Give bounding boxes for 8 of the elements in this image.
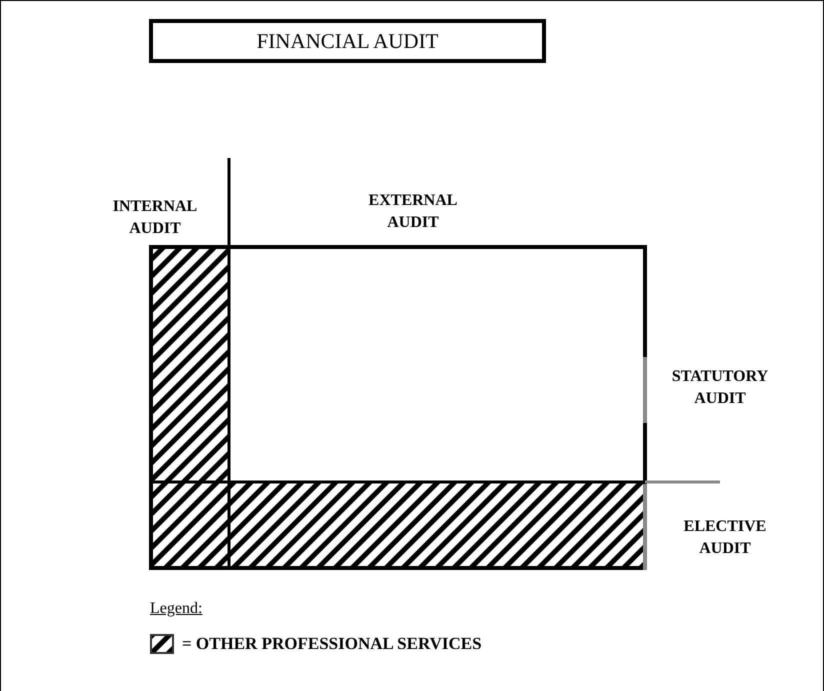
elective-audit-label: ELECTIVE AUDIT [682,517,768,559]
statutory-audit-label: STATUTORY AUDIT [670,367,770,409]
title-box [149,19,546,63]
title-text: FINANCIAL AUDIT [256,28,438,54]
internal-audit-label: INTERNAL AUDIT [112,197,198,239]
legend-heading: Legend: [150,599,202,619]
external-audit-label: EXTERNAL AUDIT [368,191,458,233]
legend-text: = OTHER PROFESSIONAL SERVICES [182,633,482,655]
